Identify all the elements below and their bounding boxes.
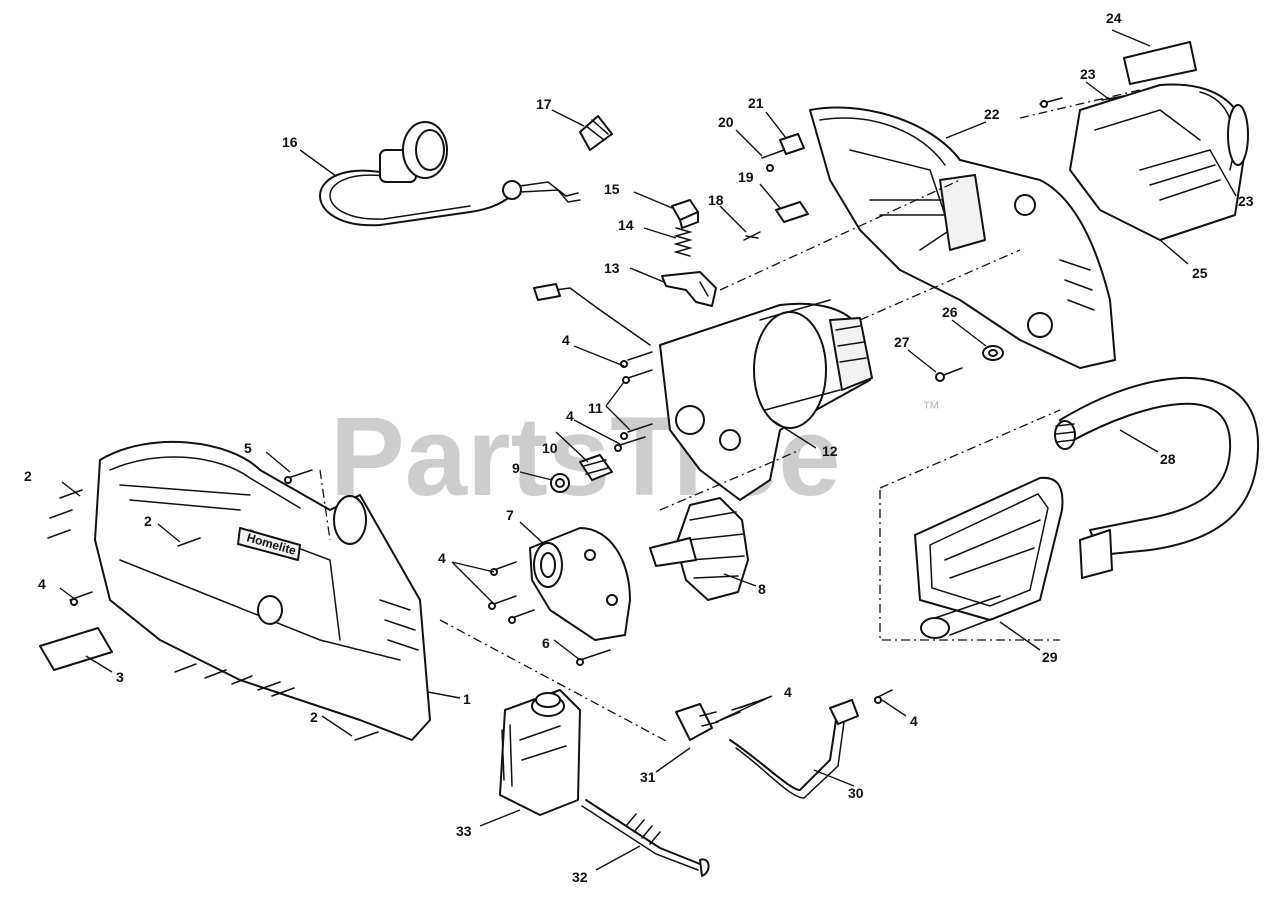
callout-27: 27 xyxy=(894,334,910,350)
callout-26: 26 xyxy=(942,304,958,320)
part-32-oil-hose[interactable] xyxy=(581,799,710,877)
callout-24: 24 xyxy=(1106,10,1122,26)
part-7-gear-housing[interactable] xyxy=(529,527,631,641)
callout-4: 4 xyxy=(562,332,570,348)
callout-23: 23 xyxy=(1080,66,1096,82)
part-16-power-cord[interactable] xyxy=(319,121,581,227)
callout-15: 15 xyxy=(604,181,620,197)
part-12-motor[interactable] xyxy=(533,283,873,501)
callout-2: 2 xyxy=(310,709,318,725)
callout-6: 6 xyxy=(542,635,550,651)
part-25-motor-cover[interactable] xyxy=(1069,83,1249,241)
callout-12: 12 xyxy=(822,443,838,459)
part-21-clip[interactable] xyxy=(779,133,805,155)
callout-10: 10 xyxy=(542,440,558,456)
callout-4: 4 xyxy=(910,713,918,729)
callout-4: 4 xyxy=(566,408,574,424)
part-8-drive-gear[interactable] xyxy=(649,497,749,601)
part-31-oil-pump[interactable] xyxy=(675,703,719,741)
part-14-spring[interactable] xyxy=(673,227,693,257)
callout-11: 11 xyxy=(588,400,603,416)
alignment-lines xyxy=(319,89,1141,743)
callout-17: 17 xyxy=(536,96,552,112)
callout-4: 4 xyxy=(38,576,46,592)
part-27-screw[interactable] xyxy=(935,367,963,382)
callout-33: 33 xyxy=(456,823,472,839)
callout-25: 25 xyxy=(1192,265,1208,281)
part-26-washer[interactable] xyxy=(982,345,1004,361)
callout-2: 2 xyxy=(144,513,152,529)
callout-2: 2 xyxy=(24,468,32,484)
part-20-screw[interactable] xyxy=(761,149,785,172)
callout-30: 30 xyxy=(848,785,864,801)
callout-32: 32 xyxy=(572,869,588,885)
part-9-nut[interactable] xyxy=(550,473,570,493)
part-22-right-housing[interactable] xyxy=(809,106,1116,369)
callout-18: 18 xyxy=(708,192,724,208)
callout-8: 8 xyxy=(758,581,766,597)
callout-29: 29 xyxy=(1042,649,1058,665)
callout-19: 19 xyxy=(738,169,754,185)
callout-4: 4 xyxy=(438,550,446,566)
callout-31: 31 xyxy=(640,769,656,785)
callout-1: 1 xyxy=(463,691,471,707)
callout-22: 22 xyxy=(984,106,1000,122)
part-1-left-housing[interactable]: Homelite xyxy=(94,440,431,741)
part-13-trigger[interactable] xyxy=(661,271,717,307)
callout-13: 13 xyxy=(604,260,620,276)
callout-21: 21 xyxy=(748,95,764,111)
callout-4: 4 xyxy=(784,684,792,700)
callout-23: 23 xyxy=(1238,193,1254,209)
part-17-wire-nut[interactable] xyxy=(579,115,613,151)
part-24-label[interactable] xyxy=(1123,41,1197,85)
part-23-screw-upper[interactable] xyxy=(1039,95,1125,108)
part-3-label[interactable] xyxy=(39,627,113,671)
part-28-front-handle[interactable] xyxy=(1054,376,1260,579)
part-33-oil-tank[interactable] xyxy=(499,689,581,816)
callout-9: 9 xyxy=(512,460,520,476)
callout-labels: 1 2 2 2 3 4 4 4 4 4 4 5 6 7 8 9 10 11 12… xyxy=(24,10,1254,885)
callout-14: 14 xyxy=(618,217,634,233)
callout-16: 16 xyxy=(282,134,298,150)
callout-3: 3 xyxy=(116,669,124,685)
part-19-brush-holder[interactable] xyxy=(775,201,809,223)
part-29-chain-guard[interactable] xyxy=(914,476,1064,639)
callout-28: 28 xyxy=(1160,451,1176,467)
callout-5: 5 xyxy=(244,440,252,456)
callout-20: 20 xyxy=(718,114,734,130)
leader-lines xyxy=(59,29,1237,871)
part-18-screw[interactable] xyxy=(743,231,761,241)
part-15-switch[interactable] xyxy=(671,199,699,229)
callout-7: 7 xyxy=(506,507,514,523)
trademark-symbol: ™ xyxy=(922,398,940,418)
part-30-oil-line[interactable] xyxy=(729,699,859,799)
